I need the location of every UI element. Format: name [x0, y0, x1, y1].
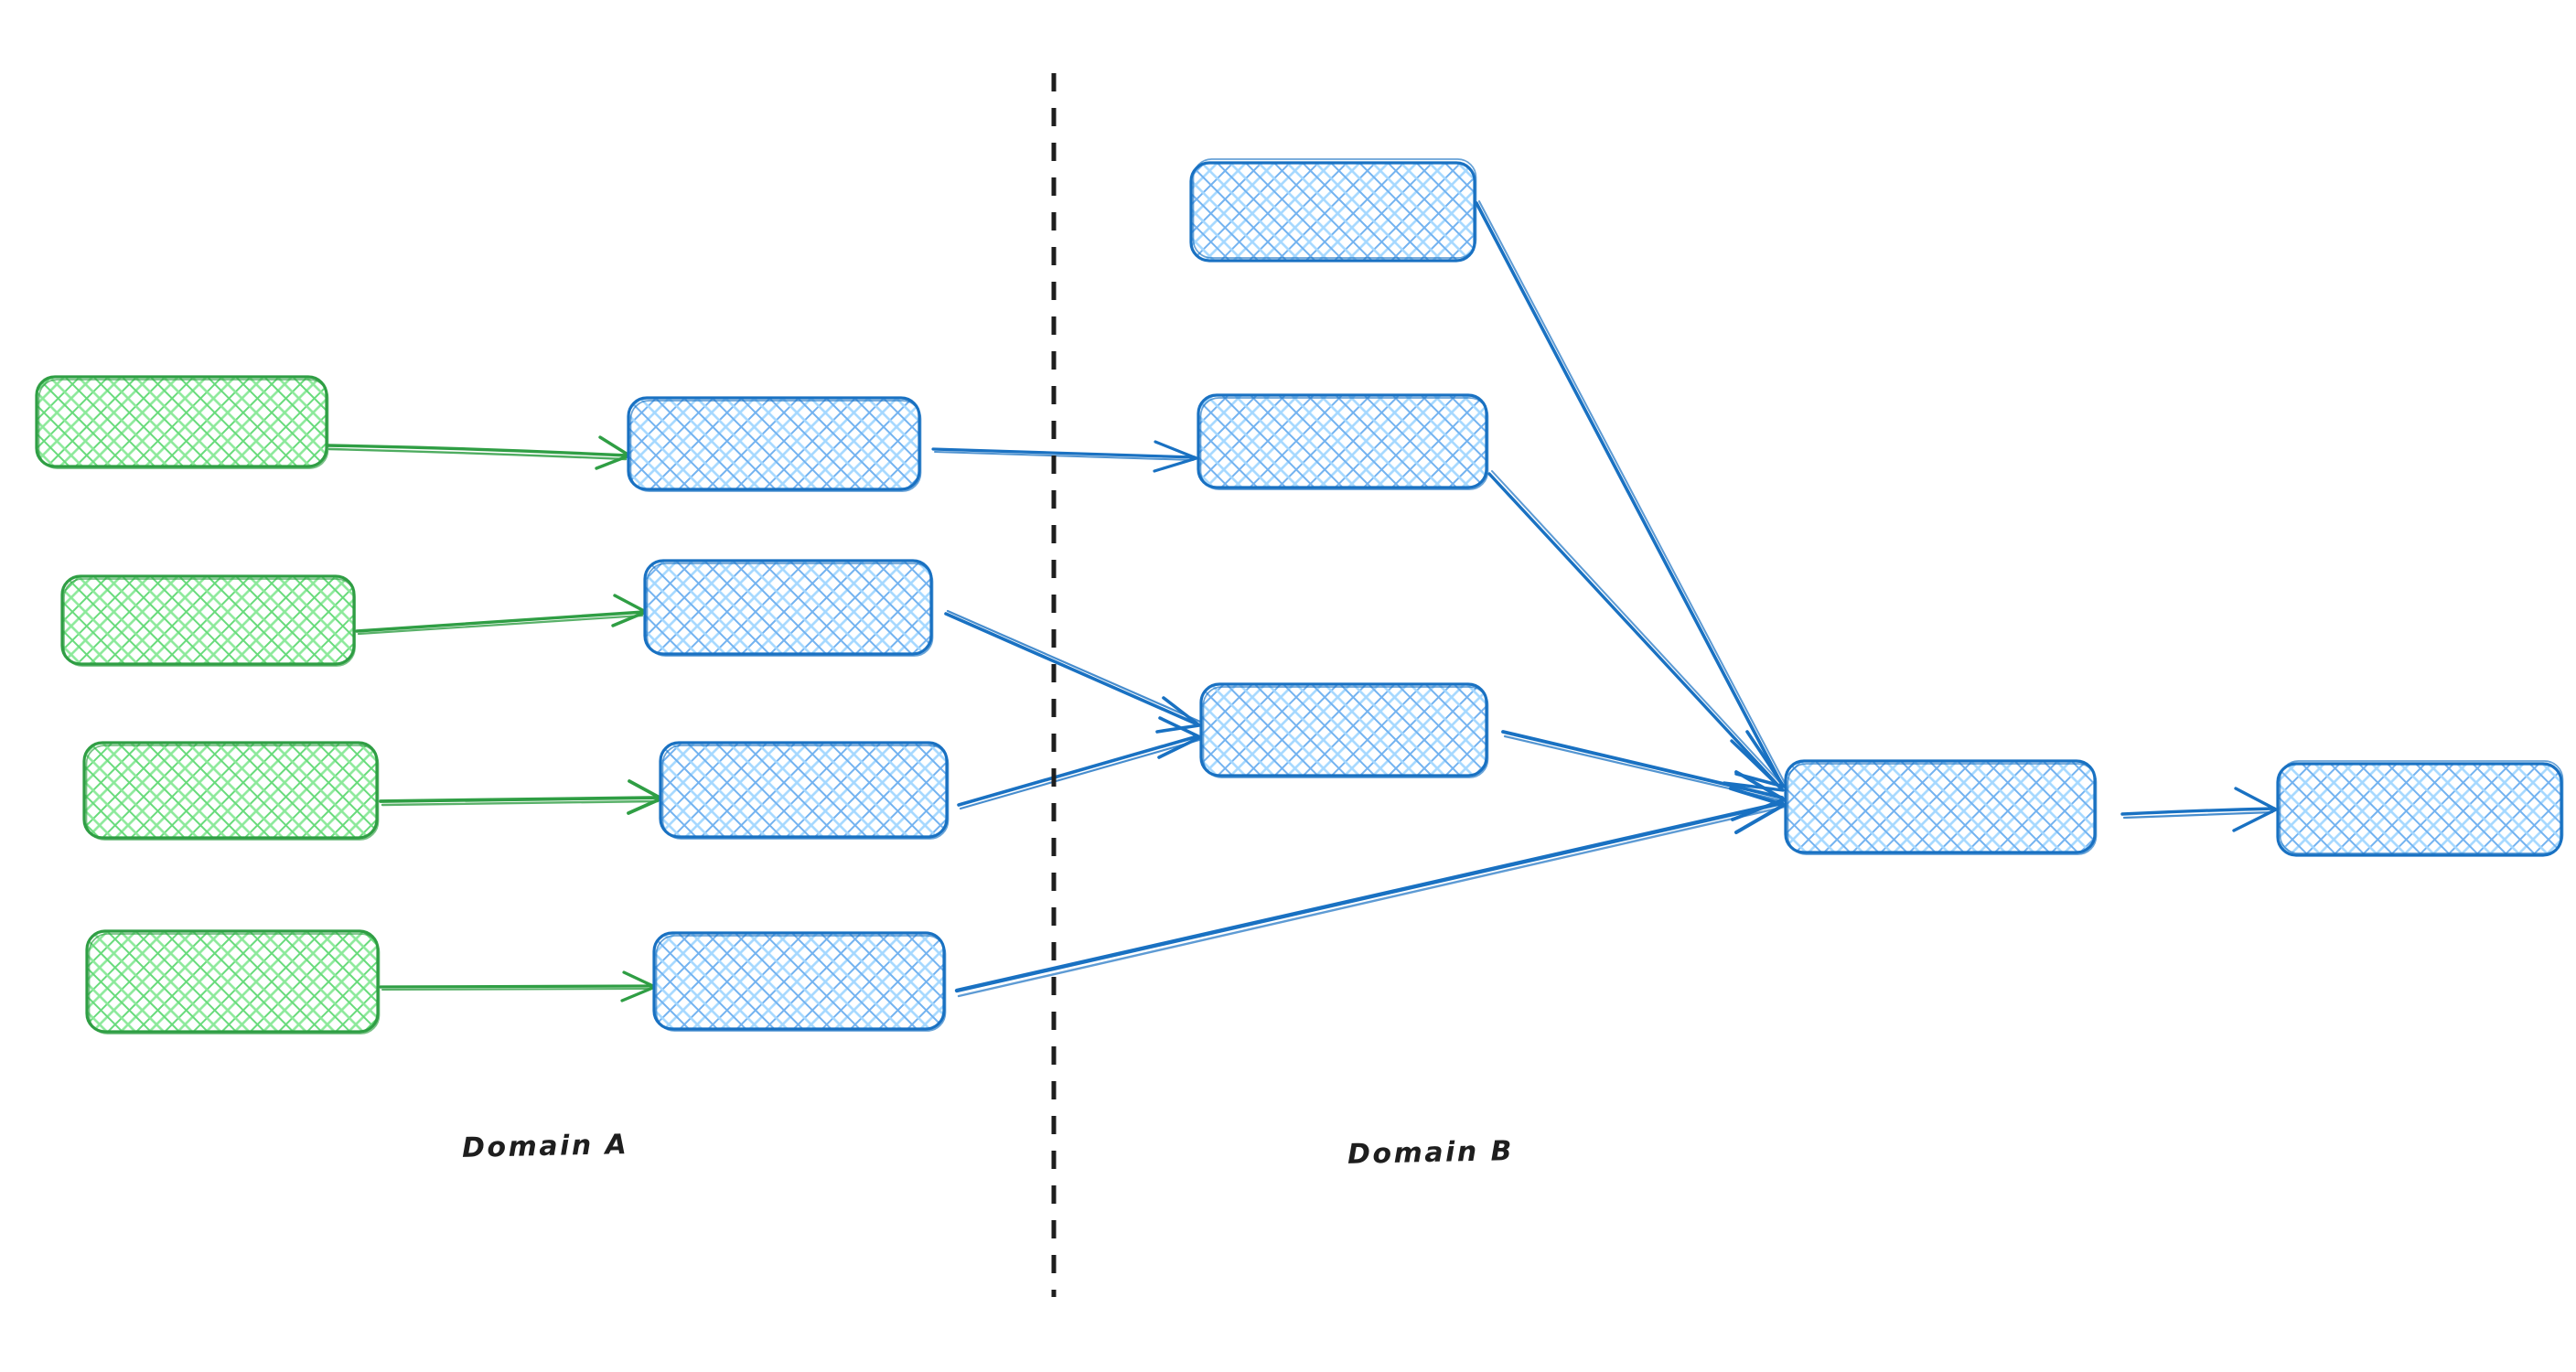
node-a3[interactable] [82, 741, 380, 841]
node-out[interactable] [2276, 760, 2564, 857]
domain-a-label: Domain A [461, 1129, 629, 1164]
edge-hub-to-out [2120, 787, 2278, 832]
node-b2[interactable] [1197, 393, 1489, 490]
edge-b2-to-hub [1487, 470, 1785, 792]
edge-a3-to-m3 [379, 779, 663, 815]
node-a1[interactable] [35, 375, 329, 469]
node-a2[interactable] [60, 574, 356, 667]
node-a4[interactable] [85, 929, 381, 1034]
node-m3[interactable] [659, 741, 950, 840]
node-hub[interactable] [1784, 759, 2098, 855]
edge-m4-to-hub [954, 787, 1787, 998]
edge-a4-to-m4 [379, 970, 657, 1002]
node-m1[interactable] [627, 396, 922, 492]
edge-m2-to-b3 [944, 609, 1202, 734]
node-b1[interactable] [1189, 158, 1477, 263]
edge-b1-to-hub [1475, 200, 1786, 788]
domain-b-label: Domain B [1347, 1135, 1515, 1171]
node-m2[interactable] [643, 559, 934, 657]
edge-a1-to-m1 [326, 435, 631, 470]
nodes-layer [35, 158, 2564, 1034]
edges-layer [326, 200, 2278, 1002]
node-m4[interactable] [652, 931, 947, 1032]
edge-a2-to-m2 [355, 594, 648, 636]
node-b3[interactable] [1199, 682, 1489, 778]
edge-m1-to-b2 [931, 440, 1198, 473]
